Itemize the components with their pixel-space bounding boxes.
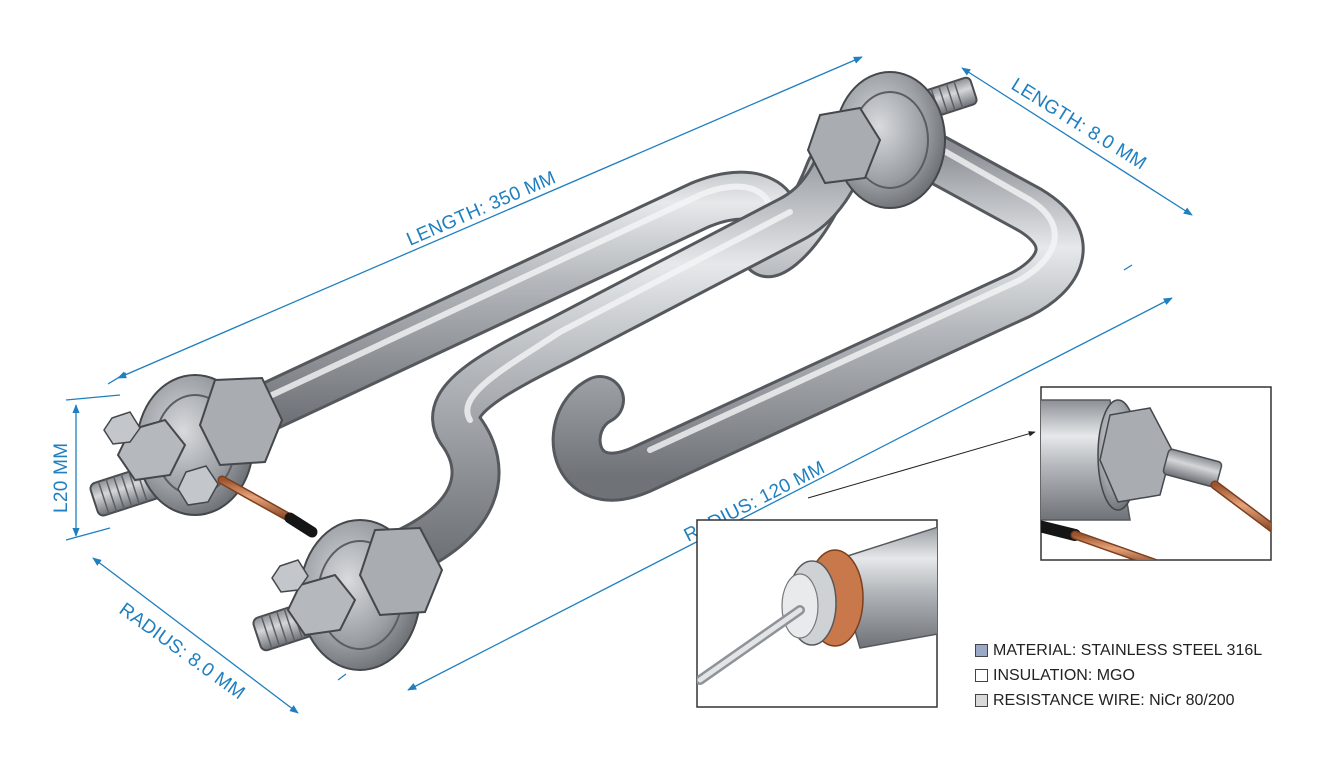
legend-text-resistance-wire: RESISTANCE WIRE: NiCr 80/200	[993, 692, 1235, 709]
legend-text-insulation: INSULATION: MGO	[993, 667, 1135, 684]
dim-line-length-main	[117, 56, 863, 379]
dim-label-length-terminal: LENGTH: 8.0 MM	[1007, 74, 1150, 174]
legend-swatch-insulation	[975, 669, 988, 682]
terminal-left-top	[89, 374, 284, 517]
material-legend: MATERIAL: STAINLESS STEEL 316L INSULATIO…	[975, 638, 1262, 713]
inset-terminal-detail	[1040, 386, 1272, 561]
callout-line	[807, 431, 1036, 499]
legend-swatch-resistance-wire	[975, 694, 988, 707]
dim-label-radius-terminal: RADIUS: 8.0 MM	[115, 599, 249, 704]
inset-cross-section	[696, 519, 938, 708]
dim-line-radius-terminal	[92, 557, 299, 714]
dim-line-length-terminal	[961, 67, 1193, 216]
dim-label-length-main: LENGTH: 350 MM	[404, 167, 560, 250]
legend-item-resistance-wire: RESISTANCE WIRE: NiCr 80/200	[975, 688, 1262, 713]
legend-text-material: MATERIAL: STAINLESS STEEL 316L	[993, 642, 1263, 659]
legend-item-insulation: INSULATION: MGO	[975, 663, 1262, 688]
legend-item-material: MATERIAL: STAINLESS STEEL 316L	[975, 638, 1262, 663]
copper-lead	[217, 475, 318, 538]
dim-label-height-left: L20 MM	[51, 443, 72, 513]
terminal-left-bottom	[252, 519, 444, 671]
dim-line-radius-bend	[407, 297, 1173, 691]
dimension-lines	[65, 56, 1193, 714]
legend-swatch-material	[975, 644, 988, 657]
